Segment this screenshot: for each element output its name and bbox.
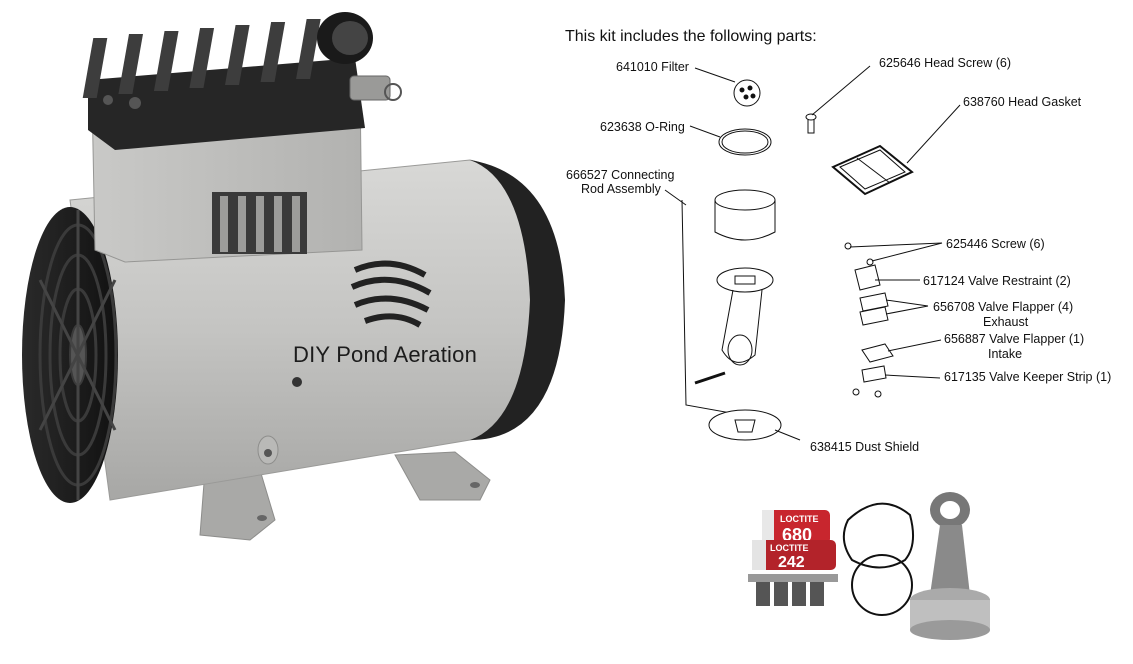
kit-photo: LOCTITE 680 LOCTITE 242 [748,492,990,640]
head-gasket-part [831,144,914,196]
label-intake: Intake [988,347,1022,361]
o-ring-photo [851,554,913,616]
logo [350,260,432,328]
o-ring-part [718,128,772,156]
filter-part [733,79,761,107]
connecting-rod-part [694,189,776,385]
watermark-text: DIY Pond Aeration [293,342,478,367]
kit-contents-title: This kit includes the following parts: [565,28,817,45]
connecting-rod-photo [910,492,990,640]
gasket-photo [842,502,915,569]
label-valve-restraint: 617124 Valve Restraint (2) [923,274,1071,288]
label-valve-flapper-1: 656887 Valve Flapper (1) [944,332,1084,346]
label-o-ring: 623638 O-Ring [600,120,685,134]
svg-text:LOCTITE: LOCTITE [780,514,819,524]
label-connecting: 666527 Connecting [566,168,674,182]
label-valve-flapper-4: 656708 Valve Flapper (4) [933,300,1073,314]
loctite-242-tube: LOCTITE 242 [752,540,836,571]
head-screw-part [805,113,817,134]
label-head-gasket: 638760 Head Gasket [963,95,1082,109]
label-dust-shield: 638415 Dust Shield [810,440,919,454]
loctite-680-tube: LOCTITE 680 [762,510,830,545]
label-rod-assembly: Rod Assembly [581,182,662,196]
valve-flappers-photo [748,574,838,606]
label-screw: 625446 Screw (6) [946,237,1045,251]
label-keeper-strip: 617135 Valve Keeper Strip (1) [944,370,1111,384]
label-exhaust: Exhaust [983,315,1029,329]
parts-diagram [664,65,961,441]
dust-shield-part [708,409,782,441]
svg-text:242: 242 [778,554,805,571]
label-head-screw: 625646 Head Screw (6) [879,56,1011,70]
compressor-motor [22,12,565,541]
part-labels: 641010 Filter 625646 Head Screw (6) 6387… [566,56,1111,454]
svg-text:LOCTITE: LOCTITE [770,543,809,553]
label-filter: 641010 Filter [616,60,689,74]
